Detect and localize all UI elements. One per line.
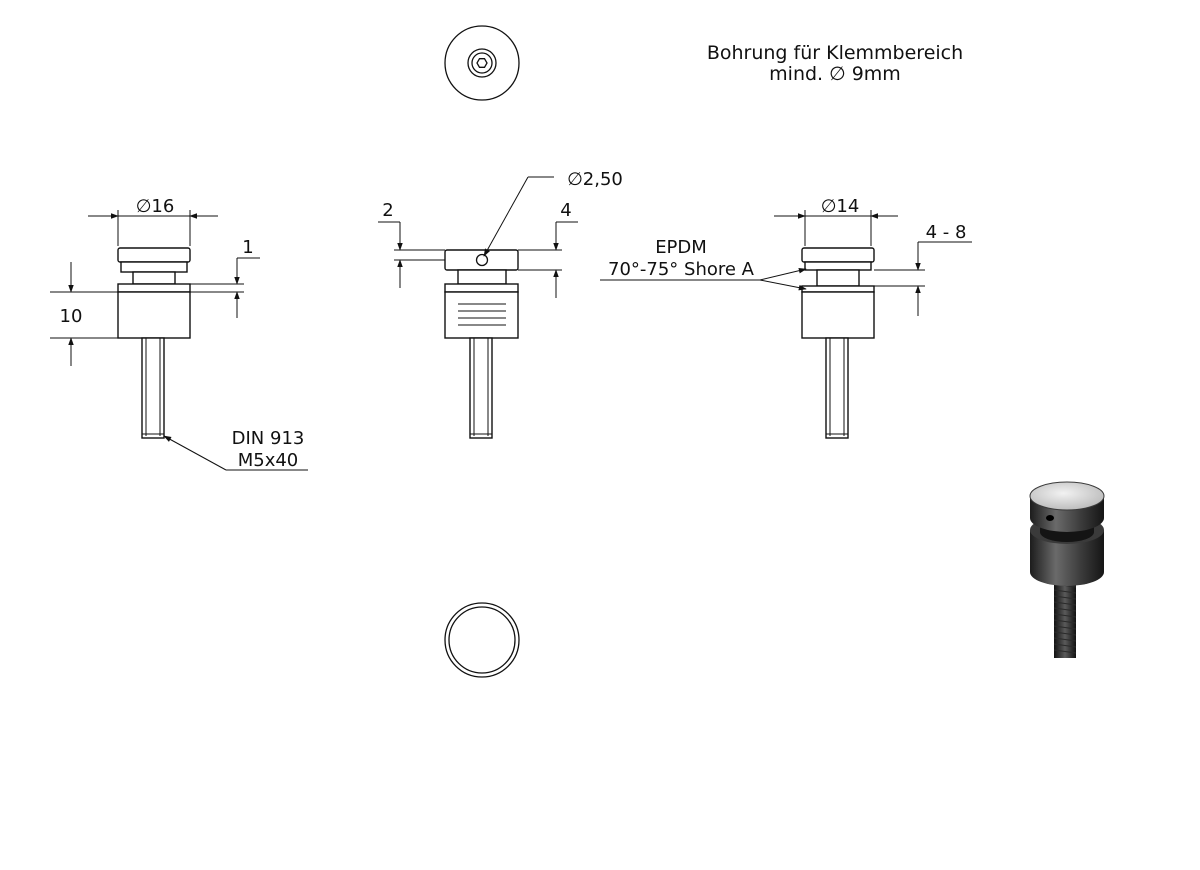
left-gap-label: 1: [242, 237, 253, 258]
isometric-render: [1029, 481, 1105, 658]
right-side-view: [801, 247, 875, 439]
note-line-1: Bohrung für Klemmbereich: [707, 42, 963, 64]
bolt-callout: DIN 913 M5x40: [163, 428, 308, 471]
hole-diameter-label: ∅2,50: [567, 169, 623, 190]
right-diameter-label: ∅14: [821, 196, 860, 217]
right-clamp-range-dimension: 4 - 8: [874, 222, 972, 316]
left-height-label: 10: [60, 306, 83, 327]
left-side-view: [117, 247, 191, 439]
left-height-dimension: 10: [50, 262, 118, 366]
bolt-label-line-2: M5x40: [238, 450, 299, 471]
top-view: [444, 25, 520, 101]
middle-left-dim-label: 2: [382, 200, 393, 221]
material-callout: EPDM 70°-75° Shore A: [600, 237, 807, 291]
right-diameter-dimension: ∅14: [774, 196, 898, 246]
middle-left-dimension: 2: [378, 200, 445, 288]
right-range-label: 4 - 8: [926, 222, 967, 243]
note-line-2: mind. ∅ 9mm: [769, 63, 901, 85]
hole-diameter-callout: ∅2,50: [483, 169, 623, 257]
middle-right-dimension: 4: [518, 200, 578, 298]
left-diameter-label: ∅16: [136, 196, 175, 217]
drilling-note: Bohrung für Klemmbereich mind. ∅ 9mm: [707, 42, 963, 85]
material-label-line-1: EPDM: [655, 237, 707, 258]
left-diameter-dimension: ∅16: [88, 196, 218, 246]
middle-side-view: [444, 249, 519, 439]
material-label-line-2: 70°-75° Shore A: [608, 259, 755, 280]
left-gap-dimension: 1: [190, 237, 260, 318]
bolt-label-line-1: DIN 913: [232, 428, 305, 449]
middle-right-dim-label: 4: [560, 200, 571, 221]
bottom-view: [444, 602, 520, 678]
